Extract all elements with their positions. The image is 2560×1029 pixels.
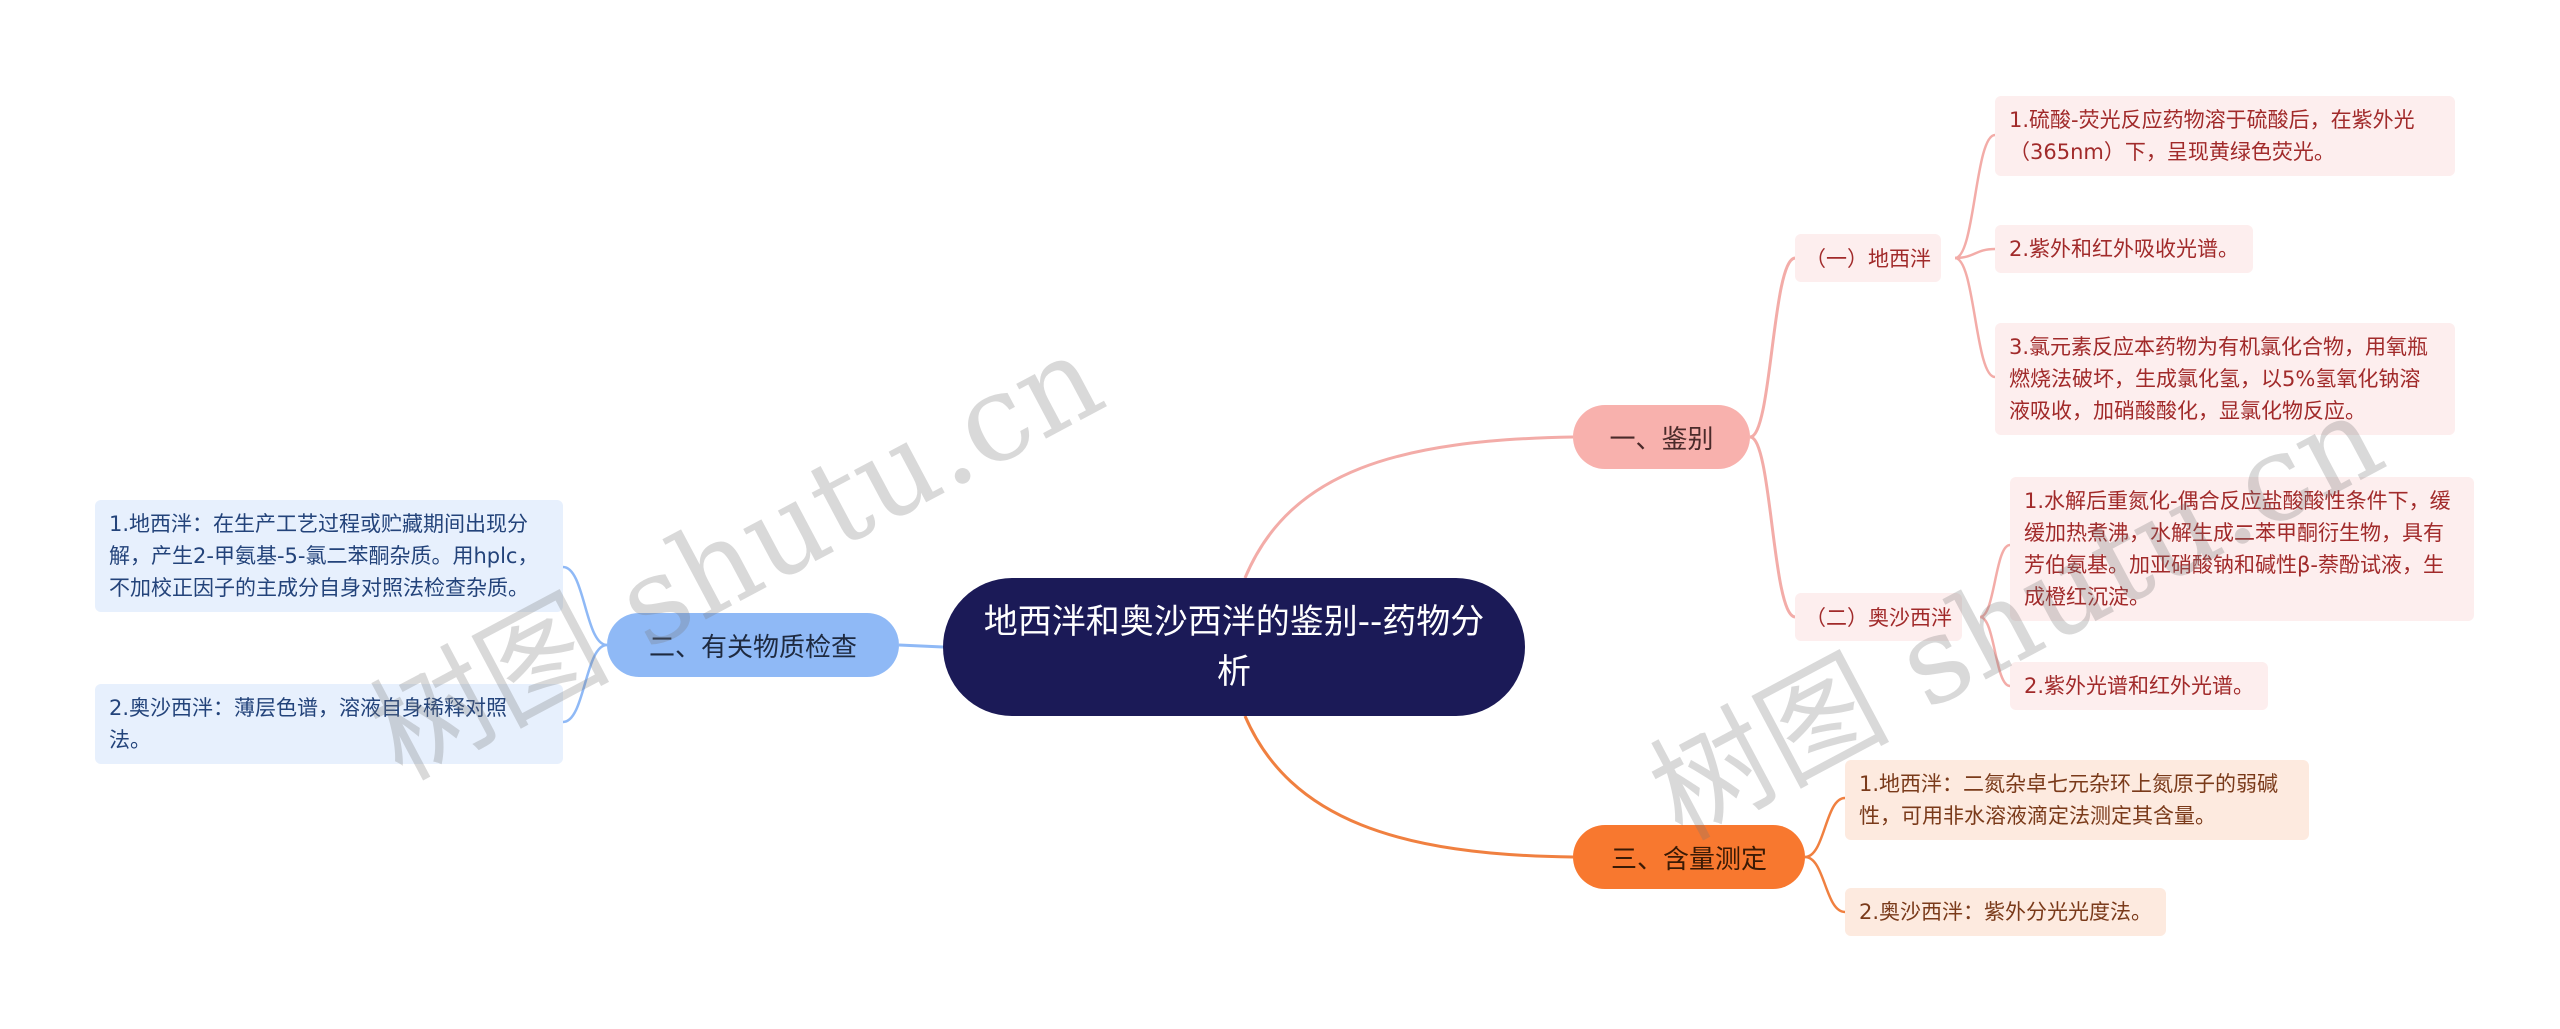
leaf-text: 2.紫外光谱和红外光谱。 xyxy=(2024,674,2255,698)
sub-branch-diazepam-label: （一）地西泮 xyxy=(1805,247,1931,271)
connector-diazepam-leaf1 xyxy=(1954,133,1996,260)
sub-branch-diazepam[interactable]: （一）地西泮 xyxy=(1795,234,1941,282)
branch-identification-label: 一、鉴别 xyxy=(1609,424,1714,455)
sub-branch-oxazepam[interactable]: （二）奥沙西泮 xyxy=(1795,593,1962,641)
branch-impurities[interactable]: 二、有关物质检查 xyxy=(607,613,899,677)
connector-diazepam-leaf3 xyxy=(1954,256,1996,379)
leaf-oxazepam-2[interactable]: 2.紫外光谱和红外光谱。 xyxy=(2010,662,2269,710)
leaf-oxazepam-1[interactable]: 1.水解后重氮化-偶合反应盐酸酸性条件下，缓缓加热煮沸，水解生成二苯甲酮衍生物，… xyxy=(2010,477,2474,621)
connector-root-identification xyxy=(1243,435,1574,579)
leaf-assay-2[interactable]: 2.奥沙西泮：紫外分光光度法。 xyxy=(1845,888,2167,936)
branch-assay[interactable]: 三、含量测定 xyxy=(1573,825,1805,889)
connector-impurities-leaf1 xyxy=(562,565,608,647)
connector-assay-leaf2 xyxy=(1804,855,1846,914)
branch-assay-label: 三、含量测定 xyxy=(1610,844,1767,875)
connector-root-impurities xyxy=(898,643,944,649)
leaf-text: 2.紫外和红外吸收光谱。 xyxy=(2009,237,2240,261)
leaf-assay-1[interactable]: 1.地西泮：二氮杂卓七元杂环上氮原子的弱碱性，可用非水溶液滴定法测定其含量。 xyxy=(1845,760,2309,840)
leaf-text: 1.地西泮：二氮杂卓七元杂环上氮原子的弱碱性，可用非水溶液滴定法测定其含量。 xyxy=(1859,772,2279,828)
root-topic[interactable]: 地西泮和奥沙西泮的鉴别--药物分析 xyxy=(943,578,1525,716)
leaf-text: 1.地西泮：在生产工艺过程或贮藏期间出现分解，产生2-甲氨基-5-氯二苯酮杂质。… xyxy=(109,512,539,600)
leaf-diazepam-3[interactable]: 3.氯元素反应本药物为有机氯化合物，用氧瓶燃烧法破坏，生成氯化氢，以5%氢氧化钠… xyxy=(1995,323,2455,435)
leaf-text: 2.奥沙西泮：薄层色谱，溶液自身稀释对照法。 xyxy=(109,696,508,752)
leaf-text: 3.氯元素反应本药物为有机氯化合物，用氧瓶燃烧法破坏，生成氯化氢，以5%氢氧化钠… xyxy=(2009,335,2429,423)
connector-root-assay xyxy=(1243,715,1574,859)
connector-assay-leaf1 xyxy=(1804,796,1846,859)
leaf-text: 1.水解后重氮化-偶合反应盐酸酸性条件下，缓缓加热煮沸，水解生成二苯甲酮衍生物，… xyxy=(2024,489,2451,609)
connector-oxazepam-leaf2 xyxy=(1979,615,2011,688)
connector-oxazepam-leaf1 xyxy=(1979,543,2011,619)
root-title: 地西泮和奥沙西泮的鉴别--药物分析 xyxy=(983,602,1485,692)
branch-identification[interactable]: 一、鉴别 xyxy=(1573,405,1750,469)
leaf-impurities-1[interactable]: 1.地西泮：在生产工艺过程或贮藏期间出现分解，产生2-甲氨基-5-氯二苯酮杂质。… xyxy=(95,500,563,612)
connector-identification-oxazepam xyxy=(1749,435,1796,619)
leaf-diazepam-2[interactable]: 2.紫外和红外吸收光谱。 xyxy=(1995,225,2254,273)
leaf-impurities-2[interactable]: 2.奥沙西泮：薄层色谱，溶液自身稀释对照法。 xyxy=(95,684,563,764)
leaf-diazepam-1[interactable]: 1.硫酸-荧光反应药物溶于硫酸后，在紫外光（365nm）下，呈现黄绿色荧光。 xyxy=(1995,96,2455,176)
leaf-text: 1.硫酸-荧光反应药物溶于硫酸后，在紫外光（365nm）下，呈现黄绿色荧光。 xyxy=(2009,108,2415,164)
connector-identification-diazepam xyxy=(1749,256,1796,439)
leaf-text: 2.奥沙西泮：紫外分光光度法。 xyxy=(1859,900,2153,924)
branch-impurities-label: 二、有关物质检查 xyxy=(648,632,857,663)
connector-impurities-leaf2 xyxy=(562,643,608,724)
connector-diazepam-leaf2 xyxy=(1954,247,1996,260)
sub-branch-oxazepam-label: （二）奥沙西泮 xyxy=(1805,606,1952,630)
